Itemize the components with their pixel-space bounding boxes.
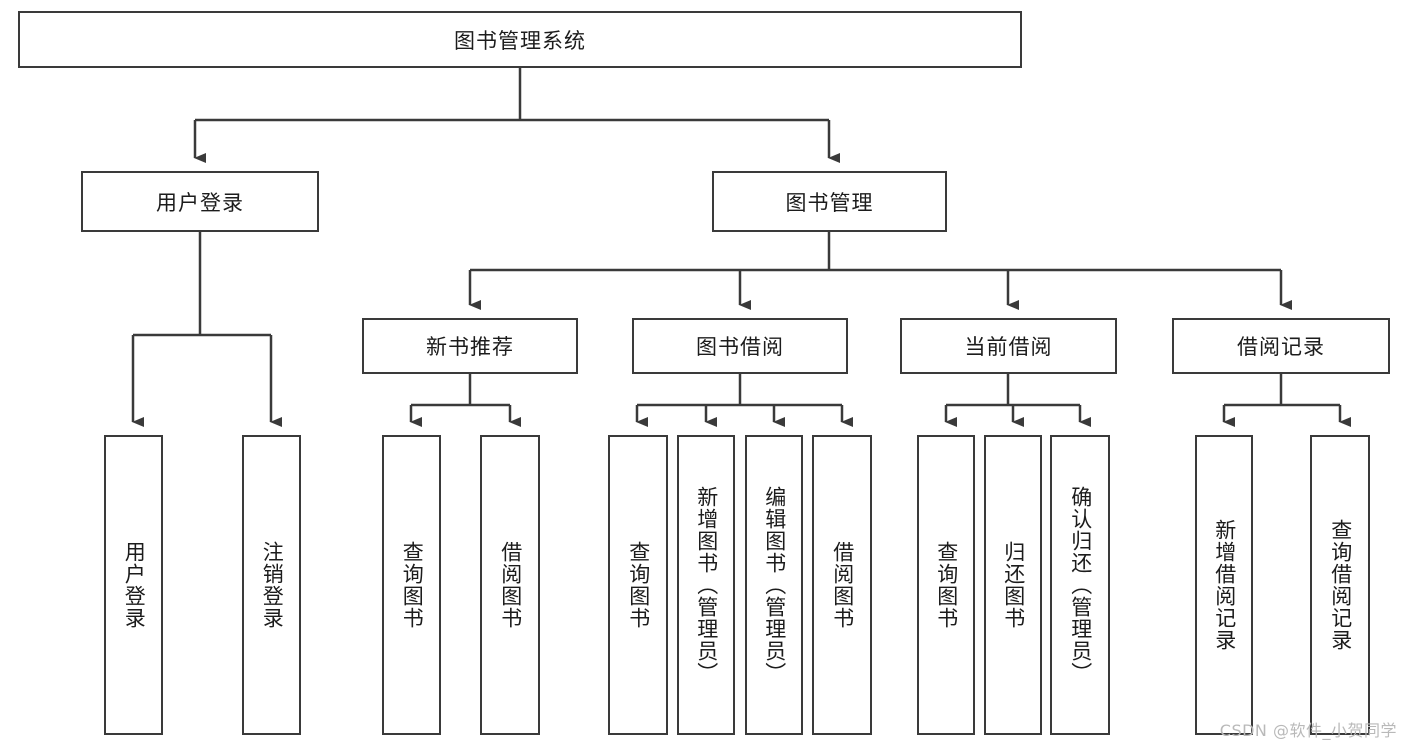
node-book-management-label: 图书管理 <box>785 190 874 215</box>
node-leaf-add-borrow-record[interactable]: 新增借阅记录 <box>1195 435 1253 735</box>
node-leaf-recommend-borrow-book[interactable]: 借阅图书 <box>480 435 540 735</box>
node-leaf-recommend-query-book[interactable]: 查询图书 <box>382 435 441 735</box>
node-leaf-add-book-admin-label: 新增图书（管理员） <box>694 486 719 684</box>
node-leaf-add-book-admin[interactable]: 新增图书（管理员） <box>677 435 735 735</box>
watermark: CSDN @软件_小贺同学 <box>1219 721 1397 740</box>
node-book-management[interactable]: 图书管理 <box>712 171 947 232</box>
node-leaf-query-borrow-record-label: 查询借阅记录 <box>1328 519 1353 651</box>
node-leaf-borrow-query-book-label: 查询图书 <box>626 541 651 629</box>
node-leaf-current-query-book-label: 查询图书 <box>934 541 959 629</box>
node-book-borrow-label: 图书借阅 <box>696 335 784 359</box>
node-leaf-recommend-query-book-label: 查询图书 <box>400 541 425 629</box>
node-leaf-return-book[interactable]: 归还图书 <box>984 435 1042 735</box>
node-leaf-user-login-label: 用户登录 <box>122 541 147 629</box>
node-leaf-query-borrow-record[interactable]: 查询借阅记录 <box>1310 435 1370 735</box>
node-leaf-recommend-borrow-book-label: 借阅图书 <box>498 541 523 629</box>
node-leaf-confirm-return-admin[interactable]: 确认归还（管理员） <box>1050 435 1110 735</box>
node-leaf-edit-book-admin[interactable]: 编辑图书（管理员） <box>745 435 803 735</box>
node-new-book-recommend-label: 新书推荐 <box>426 335 514 359</box>
node-leaf-borrow-book-label: 借阅图书 <box>830 541 855 629</box>
node-root-label: 图书管理系统 <box>454 28 586 53</box>
node-user-login-label: 用户登录 <box>156 190 244 215</box>
node-leaf-logout[interactable]: 注销登录 <box>242 435 301 735</box>
node-new-book-recommend[interactable]: 新书推荐 <box>362 318 578 374</box>
node-leaf-borrow-book[interactable]: 借阅图书 <box>812 435 872 735</box>
node-borrow-record[interactable]: 借阅记录 <box>1172 318 1390 374</box>
node-leaf-logout-label: 注销登录 <box>260 541 285 629</box>
node-leaf-return-book-label: 归还图书 <box>1001 541 1026 629</box>
node-current-borrow-label: 当前借阅 <box>964 335 1053 359</box>
node-leaf-borrow-query-book[interactable]: 查询图书 <box>608 435 668 735</box>
node-leaf-confirm-return-admin-label: 确认归还（管理员） <box>1068 486 1093 684</box>
node-leaf-add-borrow-record-label: 新增借阅记录 <box>1212 519 1237 651</box>
node-current-borrow[interactable]: 当前借阅 <box>900 318 1117 374</box>
node-leaf-edit-book-admin-label: 编辑图书（管理员） <box>762 486 787 684</box>
node-book-borrow[interactable]: 图书借阅 <box>632 318 848 374</box>
node-root[interactable]: 图书管理系统 <box>18 11 1022 68</box>
node-borrow-record-label: 借阅记录 <box>1237 335 1325 359</box>
node-leaf-user-login[interactable]: 用户登录 <box>104 435 163 735</box>
node-leaf-current-query-book[interactable]: 查询图书 <box>917 435 975 735</box>
node-user-login[interactable]: 用户登录 <box>81 171 319 232</box>
